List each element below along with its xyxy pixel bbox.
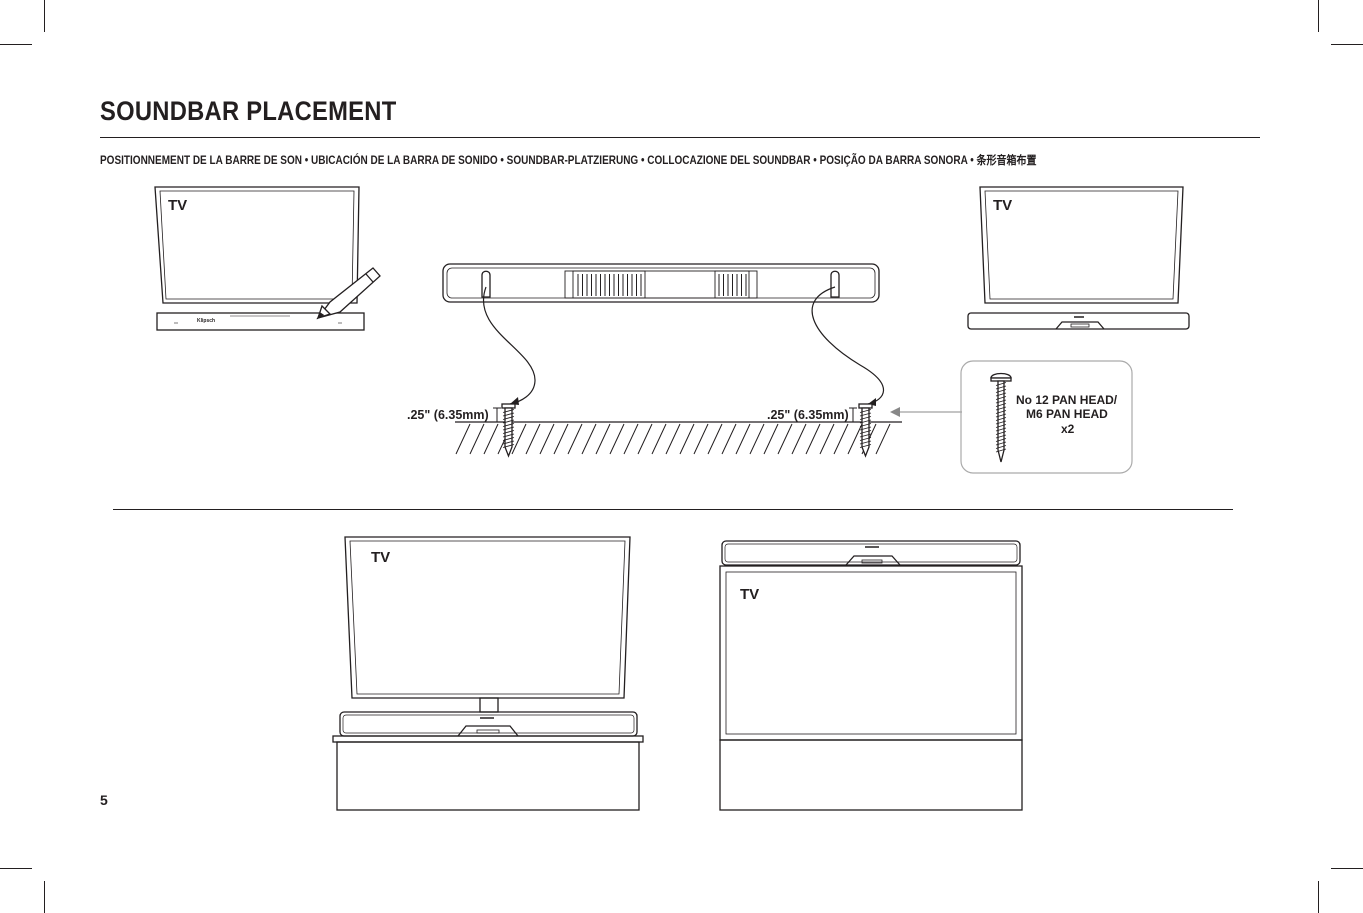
crop-mark	[1318, 0, 1319, 32]
measure-left-label: .25" (6.35mm)	[407, 408, 489, 422]
crop-mark	[0, 44, 32, 45]
mounting-template	[156, 312, 365, 331]
tv-on-stand-illustration: TV	[332, 536, 644, 811]
soundbar-back-view	[442, 263, 880, 303]
title-rule	[100, 137, 1260, 138]
screw-quantity: x2	[1061, 422, 1075, 436]
tv-wall-template-illustration: TV Klipsch	[154, 186, 381, 331]
crop-mark	[1331, 44, 1363, 45]
alignment-curve-right	[811, 286, 884, 405]
template-brand: Klipsch	[197, 318, 215, 324]
section-divider	[113, 509, 1233, 510]
measure-right-label: .25" (6.35mm)	[767, 408, 849, 422]
crop-mark	[44, 881, 45, 913]
page-number: 5	[100, 792, 108, 808]
pencil-icon	[316, 267, 381, 320]
screw-callout: No 12 PAN HEAD/ M6 PAN HEAD x2	[960, 360, 1133, 474]
crop-mark	[1331, 868, 1363, 869]
screw-spec-line1: No 12 PAN HEAD/	[1016, 393, 1118, 407]
tv-label: TV	[993, 197, 1012, 214]
crop-mark	[0, 868, 32, 869]
tv-label: TV	[371, 549, 390, 566]
screw-spec-line2: M6 PAN HEAD	[1026, 407, 1108, 421]
alignment-curve-left	[483, 286, 536, 405]
wall-screw-right	[858, 403, 873, 458]
crop-mark	[1318, 881, 1319, 913]
tv-label: TV	[168, 197, 187, 214]
tv-with-soundbar-illustration: TV	[967, 186, 1190, 330]
page-subtitle: POSITIONNEMENT DE LA BARRE DE SON • UBIC…	[100, 155, 1037, 167]
wall-screw-left	[501, 403, 516, 458]
page-title: SOUNDBAR PLACEMENT	[100, 96, 397, 126]
crop-mark	[44, 0, 45, 32]
soundbar-above-tv-illustration: TV	[719, 540, 1023, 811]
tv-label: TV	[740, 586, 759, 603]
